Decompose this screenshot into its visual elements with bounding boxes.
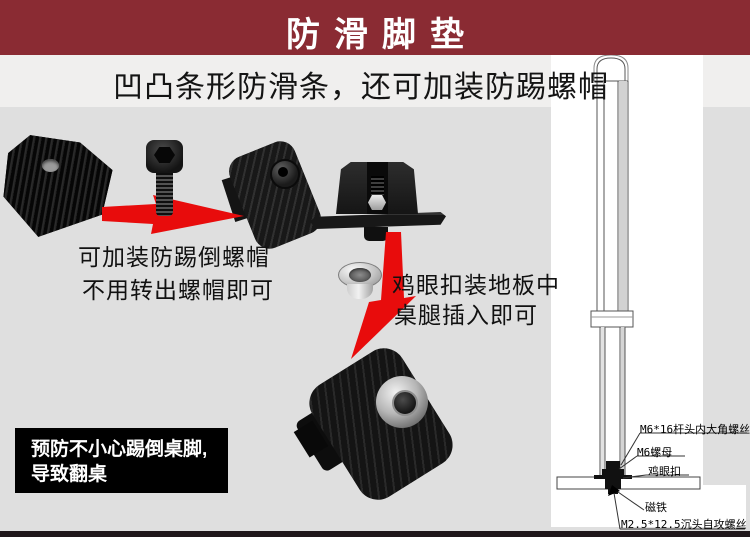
caption-step1-line1: 可加装防踢倒螺帽 xyxy=(78,245,270,270)
hex-foot-pad-hole xyxy=(42,159,59,172)
label-m6-screw: M6*16杆头内大角螺丝 xyxy=(640,423,750,436)
label-m6-nut: M6螺母 xyxy=(637,446,673,459)
caption-step2-line1: 鸡眼扣装地板中 xyxy=(392,273,560,298)
mount-bracket-photo xyxy=(310,158,446,242)
bottom-strip xyxy=(0,531,750,537)
eyelet-grommet-photo xyxy=(338,260,382,302)
subtitle-text: 凹凸条形防滑条，还可加装防踢螺帽 xyxy=(113,71,609,104)
hex-foot-pad-photo xyxy=(0,133,116,239)
table-leg-technical-drawing xyxy=(556,55,747,530)
caption-step1-line2: 不用转出螺帽即可 xyxy=(82,278,274,303)
screw-thread-shaft xyxy=(156,173,173,216)
warning-box: 预防不小心踢倒桌脚, 导致翻桌 xyxy=(15,428,228,493)
diagram-panel-background-extension xyxy=(703,485,746,527)
label-eyelet: 鸡眼扣 xyxy=(648,465,681,478)
bracket-flange xyxy=(310,212,446,229)
bracket-nut xyxy=(368,195,386,210)
installed-pad-body xyxy=(301,339,461,509)
page-title: 防滑脚垫 xyxy=(286,17,478,54)
label-magnet: 磁铁 xyxy=(645,501,667,514)
eyelet-skirt xyxy=(347,284,373,299)
title-banner xyxy=(0,0,750,55)
installed-pad-photo xyxy=(293,339,474,510)
hex-foot-pad-body xyxy=(3,135,113,237)
bracket-stem xyxy=(364,227,388,241)
eyelet-hole xyxy=(349,268,371,282)
screw-hex-socket xyxy=(154,147,175,163)
assembled-pad-screw-hole xyxy=(278,167,288,177)
caption-step2-line2: 桌腿插入即可 xyxy=(394,303,538,328)
warning-line2: 导致翻桌 xyxy=(31,464,108,486)
socket-screw-photo xyxy=(146,140,186,218)
label-tapping-screw: M2.5*12.5沉头自攻螺丝 xyxy=(621,518,747,531)
installed-pad-eyelet-hole xyxy=(392,390,418,416)
bracket-screw-thread xyxy=(371,176,384,195)
assembled-pad-photo xyxy=(221,136,326,268)
warning-line1: 预防不小心踢倒桌脚, xyxy=(31,439,208,460)
